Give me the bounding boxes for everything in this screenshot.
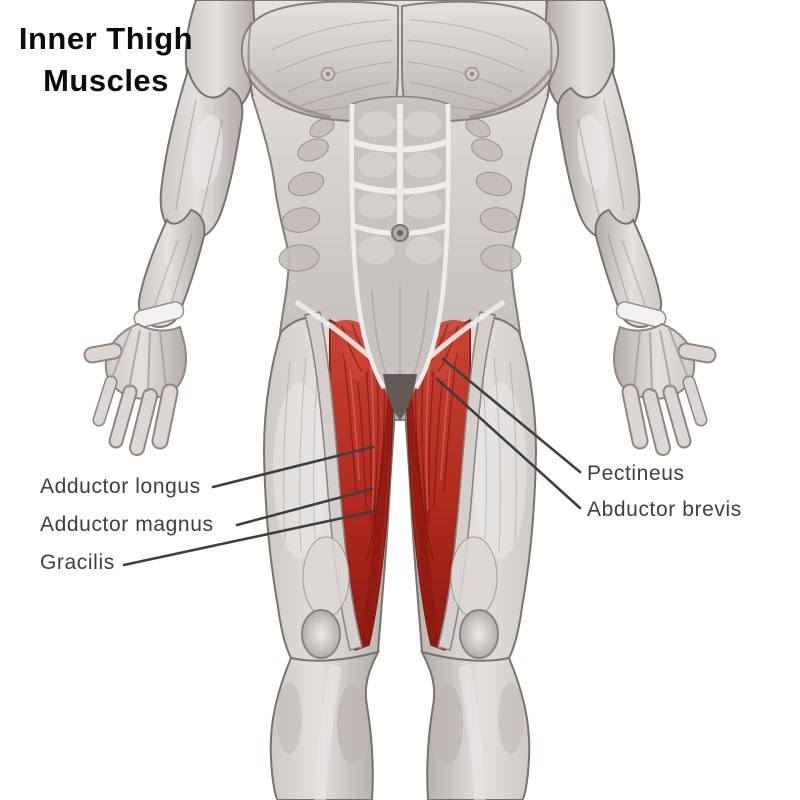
label-adductor-magnus: Adductor magnus [40,513,214,536]
wrist-band [133,301,185,328]
label-gracilis: Gracilis [40,551,115,574]
obliques [278,118,335,272]
leader-line-abductor-brevis [435,377,582,510]
body-left-half [83,0,403,800]
vastus-medialis [302,536,350,618]
rectus-femoris-highlight [273,382,327,558]
leader-lines [122,357,582,567]
biceps-highlight [191,114,223,190]
pubis-shadow [383,374,417,420]
label-pectineus: Pectineus [587,462,685,485]
label-adductor-longus: Adductor longus [40,475,201,498]
label-abductor-brevis: Abductor brevis [587,498,742,521]
hand [83,322,187,456]
gracilis-strip [360,390,393,646]
abdominals [349,95,451,405]
leader-line-gracilis [122,509,377,567]
shin-highlight [314,664,342,800]
leader-line-adductor-magnus [235,487,374,527]
leader-line-adductor-longus [211,445,375,489]
leader-line-pectineus [441,357,582,474]
sartorius [304,311,363,651]
patella [301,609,341,659]
diagram-title: Inner Thigh Muscles [18,21,194,98]
